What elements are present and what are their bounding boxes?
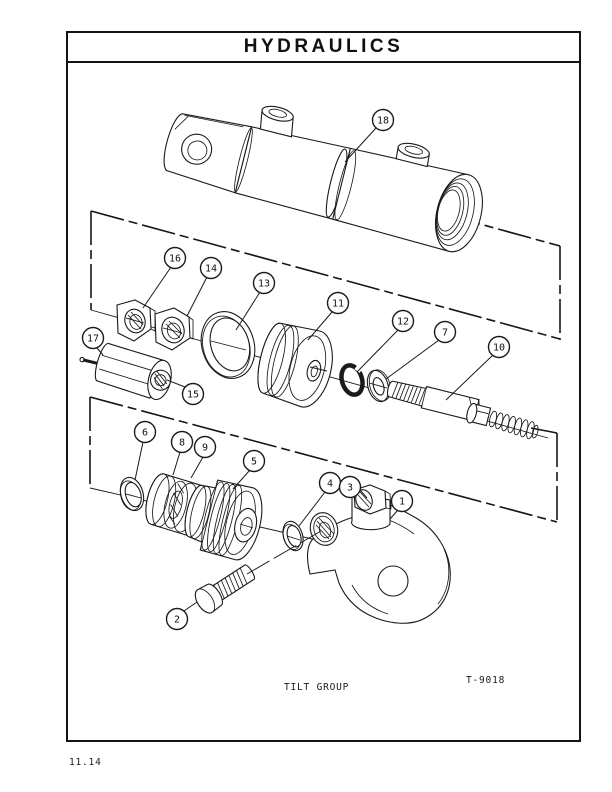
callout-10: 10 [487,335,511,359]
callout-16-label: 16 [169,254,181,265]
callout-8: 8 [170,430,194,454]
callout-13: 13 [252,271,276,295]
leader-lines [96,127,494,612]
callout-10-label: 10 [493,343,505,354]
callout-12: 12 [391,309,415,333]
part-coupler [79,342,172,401]
callout-17-label: 17 [87,334,99,345]
callout-2: 2 [165,607,189,631]
title-bar: HYDRAULICS [68,33,579,63]
frame-bands [89,210,561,523]
part-stud-fitting-spring [466,402,539,440]
part-bolt [194,564,256,614]
callout-11: 11 [326,291,350,315]
part-washer [366,369,391,403]
callouts: 18 16 14 13 11 12 [81,108,511,631]
callout-2-label: 2 [174,615,180,626]
callout-15-label: 15 [187,390,199,401]
callout-16: 16 [163,246,187,270]
callout-1: 1 [390,489,414,513]
part-rod-end [307,484,451,624]
callout-14-label: 14 [205,264,217,275]
part-seal-6 [119,476,145,512]
callout-4: 4 [318,471,342,495]
callout-8-label: 8 [179,438,185,449]
callout-3-label: 3 [347,483,353,494]
callout-12-label: 12 [397,317,409,328]
part-ring-4 [282,520,304,552]
callout-14: 14 [199,256,223,280]
page-border: HYDRAULICS [66,31,581,742]
part-piston [257,322,333,408]
part-nut-14 [154,307,194,351]
callout-6: 6 [133,420,157,444]
part-oring [339,363,365,397]
axis-bore-segments [125,317,388,541]
callout-9-label: 9 [202,443,208,454]
callout-11-label: 11 [332,299,344,310]
page-title: HYDRAULICS [243,36,404,57]
callout-9: 9 [193,435,217,459]
callout-4-label: 4 [327,479,333,490]
callout-3: 3 [338,475,362,499]
part-gland [184,479,263,561]
callout-5: 5 [242,449,266,473]
figure-number: T-9018 [466,675,506,686]
callout-18-label: 18 [377,116,389,127]
page-number: 11.14 [69,757,102,768]
part-cylinder-body [163,105,483,253]
callout-1-label: 1 [399,497,405,508]
callout-7-label: 7 [442,328,448,339]
figure-caption: TILT GROUP [284,682,350,693]
callout-6-label: 6 [142,428,148,439]
callout-18: 18 [371,108,395,132]
callout-13-label: 13 [258,279,270,290]
callout-5-label: 5 [251,457,257,468]
callout-17: 17 [81,326,105,350]
callout-15: 15 [181,382,205,406]
callout-7: 7 [433,320,457,344]
